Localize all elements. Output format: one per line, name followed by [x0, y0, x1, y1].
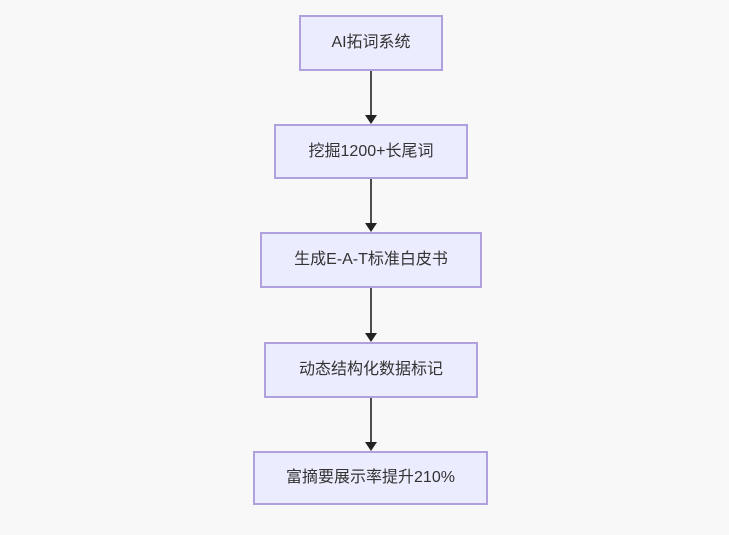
arrow-head-icon	[365, 442, 377, 451]
arrow-line	[370, 71, 372, 115]
flow-arrow-2	[365, 179, 377, 232]
arrow-head-icon	[365, 333, 377, 342]
flow-node-label: 富摘要展示率提升210%	[286, 469, 455, 487]
flow-node-label: 动态结构化数据标记	[298, 361, 443, 379]
flow-arrow-4	[365, 398, 377, 451]
flow-node-ai-keyword-system: AI拓词系统	[299, 15, 443, 71]
arrow-line	[370, 288, 372, 333]
arrow-line	[370, 398, 372, 442]
flow-arrow-1	[365, 71, 377, 124]
flow-node-rich-snippet-rate-boost: 富摘要展示率提升210%	[253, 451, 488, 505]
flow-node-label: AI拓词系统	[331, 34, 411, 52]
arrow-line	[370, 179, 372, 223]
flow-node-mine-longtail-keywords: 挖掘1200+长尾词	[274, 124, 468, 179]
flow-node-generate-eat-whitepaper: 生成E-A-T标准白皮书	[260, 232, 482, 288]
flow-node-label: 挖掘1200+长尾词	[308, 142, 434, 160]
flow-node-dynamic-structured-data: 动态结构化数据标记	[264, 342, 478, 398]
arrow-head-icon	[365, 115, 377, 124]
arrow-head-icon	[365, 223, 377, 232]
flow-arrow-3	[365, 288, 377, 342]
flow-node-label: 生成E-A-T标准白皮书	[294, 251, 448, 269]
